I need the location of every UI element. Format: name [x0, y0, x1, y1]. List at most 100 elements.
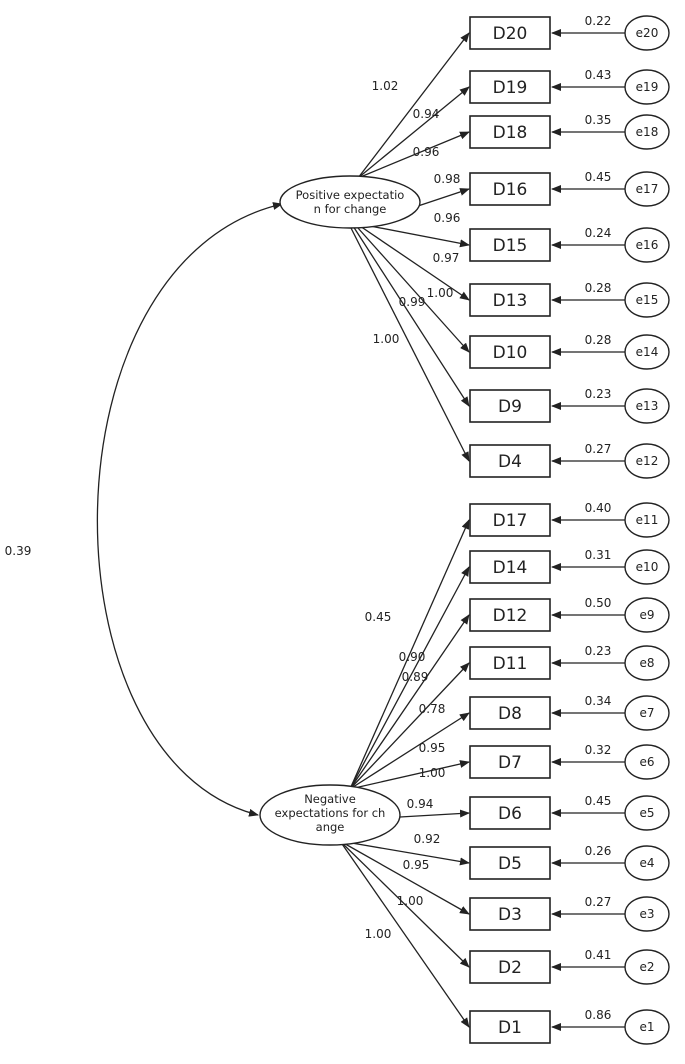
error-term-ellipse: [624, 744, 670, 780]
indicator-box: [469, 335, 551, 369]
loading-label: 0.90: [399, 650, 426, 664]
loading-label: 0.95: [403, 858, 430, 872]
error-term-label: e5: [639, 806, 654, 820]
error-variance-label: 0.40: [585, 501, 612, 515]
loading-label: 1.00: [419, 766, 446, 780]
edge-layer: [96, 29, 625, 1031]
error-variance-label: 0.45: [585, 170, 612, 184]
loading-label: 1.00: [365, 927, 392, 941]
error-term-label: e2: [639, 960, 654, 974]
indicator-box: [469, 950, 551, 984]
error-variance-label: 0.26: [585, 844, 612, 858]
error-variance-label: 0.22: [585, 14, 612, 28]
error-variance-label: 0.50: [585, 596, 612, 610]
indicator-box: [469, 745, 551, 779]
error-variance-label: 0.45: [585, 794, 612, 808]
loading-path: [339, 840, 470, 968]
error-term-ellipse: [624, 795, 670, 831]
error-term-label: e6: [639, 755, 654, 769]
error-term-ellipse: [624, 334, 670, 370]
indicator-label: D4: [498, 452, 522, 472]
error-variance-label: 0.24: [585, 226, 612, 240]
indicator-label: D8: [498, 704, 522, 724]
negative-factor-label: expectations for ch: [275, 806, 386, 820]
indicator-box: [469, 70, 551, 104]
indicator-box: [469, 115, 551, 149]
indicator-box: [469, 503, 551, 537]
error-term-label: e15: [636, 293, 659, 307]
error-term-ellipse: [624, 845, 670, 881]
loading-label: 0.98: [434, 172, 461, 186]
error-term-ellipse: [624, 645, 670, 681]
error-term-ellipse: [624, 282, 670, 318]
indicator-box: [469, 1010, 551, 1044]
positive-factor-ellipse: [279, 175, 421, 229]
error-variance-label: 0.41: [585, 948, 612, 962]
indicator-box: [469, 846, 551, 880]
loading-path: [411, 188, 470, 209]
error-term-label: e18: [636, 125, 659, 139]
indicator-box: [469, 897, 551, 931]
error-variance-label: 0.43: [585, 68, 612, 82]
error-term-label: e20: [636, 26, 659, 40]
error-term-ellipse: [624, 695, 670, 731]
indicator-label: D18: [493, 123, 528, 143]
indicator-box: [469, 598, 551, 632]
error-term-ellipse: [624, 502, 670, 538]
indicator-box: [469, 550, 551, 584]
error-variance-label: 0.32: [585, 743, 612, 757]
loading-path: [356, 223, 470, 301]
error-variance-label: 0.23: [585, 644, 612, 658]
indicator-label: D12: [493, 606, 528, 626]
error-term-ellipse: [624, 171, 670, 207]
error-term-ellipse: [624, 69, 670, 105]
loading-label: 0.96: [413, 145, 440, 159]
error-term-ellipse: [624, 443, 670, 479]
loading-label: 1.00: [373, 332, 400, 346]
indicator-label: D7: [498, 753, 522, 773]
error-term-ellipse: [624, 388, 670, 424]
error-term-ellipse: [624, 949, 670, 985]
indicator-box: [469, 16, 551, 50]
error-term-label: e4: [639, 856, 654, 870]
loading-path: [359, 223, 470, 248]
loading-label: 1.00: [427, 286, 454, 300]
loading-path: [351, 223, 470, 407]
error-term-label: e19: [636, 80, 659, 94]
covariance-label: 0.39: [5, 544, 32, 558]
error-term-label: e10: [636, 560, 659, 574]
error-term-label: e7: [639, 706, 654, 720]
indicator-label: D9: [498, 397, 522, 417]
indicator-label: D10: [493, 343, 528, 363]
covariance-curve: [96, 202, 283, 817]
loading-path: [349, 760, 470, 790]
indicator-label: D3: [498, 905, 522, 925]
loading-label: 0.95: [419, 741, 446, 755]
error-term-ellipse: [624, 896, 670, 932]
error-term-label: e8: [639, 656, 654, 670]
indicator-label: D19: [493, 78, 528, 98]
error-term-label: e17: [636, 182, 659, 196]
indicator-label: D6: [498, 804, 522, 824]
loading-path: [357, 86, 470, 179]
loading-label: 0.97: [433, 251, 460, 265]
error-term-label: e16: [636, 238, 659, 252]
indicator-label: D16: [493, 180, 528, 200]
loading-path: [348, 223, 470, 462]
error-variance-label: 0.27: [585, 895, 612, 909]
loading-path: [349, 662, 470, 790]
loading-path: [349, 566, 470, 790]
loading-label: 0.94: [413, 107, 440, 121]
error-variance-label: 0.31: [585, 548, 612, 562]
error-term-label: e3: [639, 907, 654, 921]
error-variance-label: 0.28: [585, 281, 612, 295]
error-variance-label: 0.34: [585, 694, 612, 708]
error-term-ellipse: [624, 15, 670, 51]
loading-label: 0.78: [419, 702, 446, 716]
indicator-label: D5: [498, 854, 522, 874]
indicator-label: D11: [493, 654, 528, 674]
indicator-box: [469, 283, 551, 317]
